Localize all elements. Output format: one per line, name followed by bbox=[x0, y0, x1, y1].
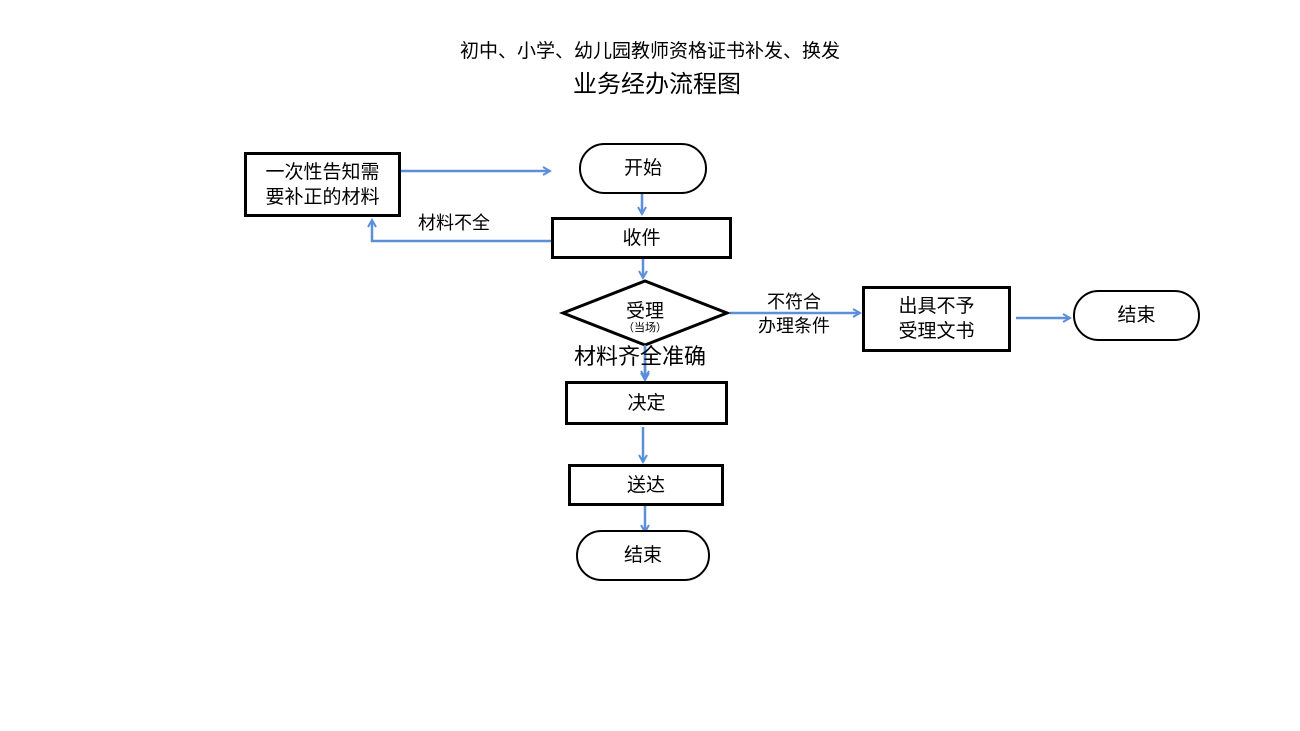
reject-text-line1: 出具不予 bbox=[898, 295, 975, 317]
notify-box: 一次性告知需 要补正的材料 bbox=[244, 152, 401, 217]
arrow-receive-to-notify bbox=[372, 220, 551, 243]
deliver-label: 送达 bbox=[626, 473, 665, 496]
end-main-label: 结束 bbox=[623, 544, 662, 566]
receive-label: 收件 bbox=[622, 226, 661, 249]
decide-label: 决定 bbox=[627, 391, 666, 414]
title-line-2: 业务经办流程图 bbox=[573, 70, 741, 98]
label-not-qualified-line2: 办理条件 bbox=[758, 316, 830, 337]
receive-box: 收件 bbox=[551, 217, 732, 259]
accept-label: 受理 bbox=[625, 300, 664, 322]
end-terminal-reject: 结束 bbox=[1073, 290, 1200, 341]
title-line-1: 初中、小学、幼儿园教师资格证书补发、换发 bbox=[459, 40, 840, 62]
accept-note: （当场） bbox=[623, 321, 667, 334]
label-complete: 材料齐全准确 bbox=[574, 345, 707, 370]
end-reject-label: 结束 bbox=[1117, 304, 1156, 326]
label-incomplete: 材料不全 bbox=[418, 213, 490, 234]
notify-text-line2: 要补正的材料 bbox=[265, 185, 380, 208]
reject-box: 出具不予 受理文书 bbox=[862, 286, 1011, 352]
reject-text-line2: 受理文书 bbox=[898, 320, 975, 342]
accept-diamond bbox=[558, 279, 732, 347]
start-label: 开始 bbox=[623, 157, 662, 179]
end-terminal-main: 结束 bbox=[576, 530, 710, 581]
label-not-qualified-line1: 不符合 bbox=[767, 292, 821, 313]
label-not-qualified: 不符合 办理条件 bbox=[752, 291, 836, 339]
decide-box: 决定 bbox=[565, 381, 728, 425]
deliver-box: 送达 bbox=[568, 464, 724, 506]
notify-text-line1: 一次性告知需 bbox=[265, 160, 380, 183]
start-terminal: 开始 bbox=[579, 143, 707, 194]
